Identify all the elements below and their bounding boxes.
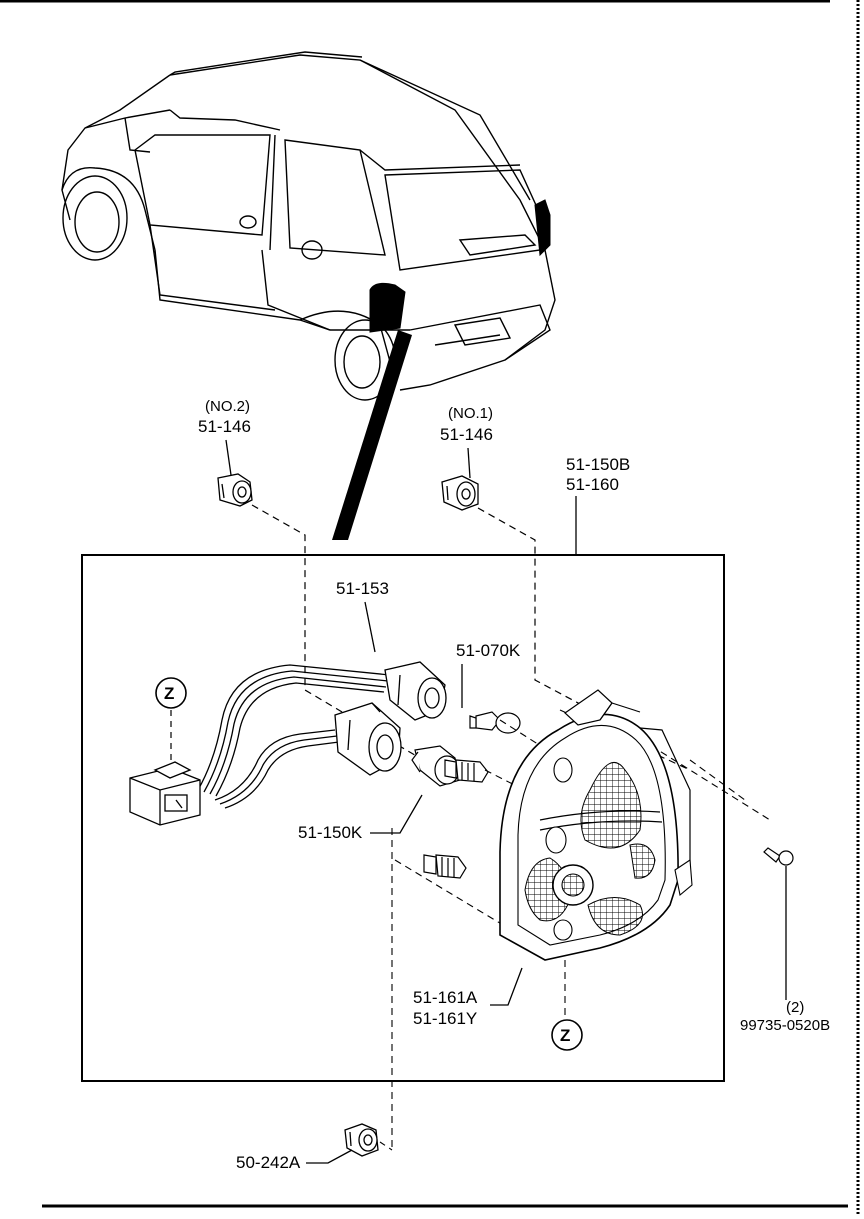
label-51-150b: 51-150B: [566, 455, 630, 474]
bulb-lower-icon: [423, 854, 467, 879]
label-51-160: 51-160: [566, 475, 619, 494]
label-z-top: Z: [164, 684, 174, 703]
grommet-no2-icon: [217, 473, 253, 507]
reference-z-circle-bottom: [551, 1019, 583, 1051]
grommet-50-242a-icon: [344, 1123, 379, 1157]
label-51-146-no1: 51-146: [440, 425, 493, 444]
harness-connector-icon: [129, 761, 201, 826]
reference-z-circle-top: [155, 677, 187, 709]
label-qty-2: (2): [786, 999, 804, 1016]
bulb-socket-upper-icon: [384, 661, 447, 721]
bulb-socket-lower-icon: [334, 702, 402, 776]
leader-51-161a: [490, 967, 523, 1006]
leader-51-146-no1: [467, 447, 471, 479]
label-51-153: 51-153: [336, 579, 389, 598]
leader-51-153: [364, 601, 376, 653]
lamp-pointer-wedge: [332, 330, 412, 540]
label-z-bottom: Z: [560, 1026, 570, 1045]
label-51-161a: 51-161A: [413, 988, 478, 1007]
dashed-line-no1: [477, 507, 611, 721]
label-51-070k: 51-070K: [456, 641, 521, 660]
leader-50-242a: [306, 1149, 353, 1164]
label-no1: (NO.1): [448, 405, 493, 422]
bulb-51-070k-icon: [469, 711, 521, 734]
dashed-line-50-242a: [379, 1141, 393, 1151]
label-no2: (NO.2): [205, 398, 250, 415]
tail-lamp-assembly: [499, 689, 693, 961]
car-right-tail-lamp: [534, 199, 551, 257]
screw-99735-icon: [763, 847, 794, 866]
label-99735-0520b: 99735-0520B: [740, 1017, 830, 1034]
wiring-harness: [197, 664, 391, 809]
label-50-242a: 50-242A: [236, 1153, 301, 1172]
bulb-upper-icon: [444, 759, 489, 783]
grommet-no1-icon: [441, 475, 479, 511]
car-illustration: [61, 51, 556, 401]
label-51-150k: 51-150K: [298, 823, 363, 842]
label-51-161y: 51-161Y: [413, 1009, 477, 1028]
assembly-frame: [81, 554, 725, 1082]
car-left-tail-lamp: [369, 282, 406, 333]
leader-51-150k: [370, 794, 423, 834]
label-51-146-no2: 51-146: [198, 417, 251, 436]
